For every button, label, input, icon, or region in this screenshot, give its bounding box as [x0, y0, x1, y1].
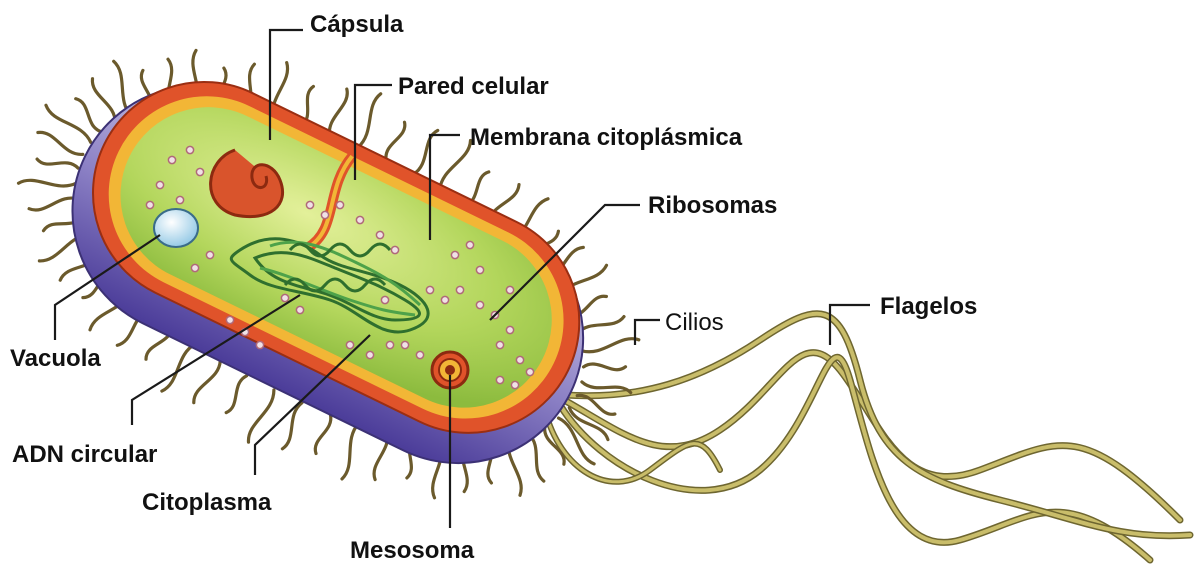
cilium [358, 94, 381, 147]
cilium [38, 132, 83, 154]
ribosome [516, 356, 523, 363]
ribosome [296, 306, 303, 313]
cilium [29, 198, 78, 210]
label-mesosoma: Mesosoma [350, 537, 475, 564]
ribosome [336, 201, 343, 208]
cilium [162, 344, 196, 391]
cilium [584, 364, 626, 370]
ribosome [176, 196, 183, 203]
cilium [413, 130, 437, 174]
ribosome [496, 376, 503, 383]
ribosome [386, 341, 393, 348]
ribosome [356, 216, 363, 223]
label-cilios: Cilios [665, 309, 724, 336]
ribosome [191, 264, 198, 271]
ribosome [366, 351, 373, 358]
cilium [226, 376, 246, 413]
label-pared-celular: Pared celular [398, 73, 549, 100]
ribosome [401, 341, 408, 348]
ribosome [426, 286, 433, 293]
label-capsula: Cápsula [310, 11, 404, 38]
ribosome [306, 201, 313, 208]
ribosome [206, 251, 213, 258]
cilium [194, 360, 221, 402]
cilium [440, 141, 471, 190]
ribosome [281, 294, 288, 301]
ribosome [226, 316, 233, 323]
cilium [582, 339, 639, 352]
ribosome [496, 341, 503, 348]
ribosome [381, 296, 388, 303]
ribosome [526, 368, 533, 375]
ribosome [506, 286, 513, 293]
cilium [329, 89, 347, 136]
ribosome [146, 201, 153, 208]
ribosome [476, 266, 483, 273]
ribosome [391, 246, 398, 253]
ribosome [346, 341, 353, 348]
label-membrana: Membrana citoplásmica [470, 124, 743, 151]
ribosome [256, 341, 263, 348]
ribosome [416, 351, 423, 358]
ribosome [441, 296, 448, 303]
vacuole [154, 209, 198, 247]
cilium [37, 159, 78, 168]
label-vacuola: Vacuola [10, 345, 101, 372]
ribosome [156, 181, 163, 188]
label-adn-circular: ADN circular [12, 441, 157, 468]
ribosome [506, 326, 513, 333]
cilium [92, 79, 115, 124]
ribosome [451, 251, 458, 258]
ribosome [168, 156, 175, 163]
label-citoplasma: Citoplasma [142, 489, 272, 516]
cilium [386, 122, 405, 160]
cilium [19, 180, 77, 186]
ribosome [196, 168, 203, 175]
ribosome [186, 146, 193, 153]
cilium [342, 423, 359, 479]
cilium [315, 414, 331, 454]
cilium [248, 390, 273, 442]
ribosome [376, 231, 383, 238]
label-flagelos: Flagelos [880, 293, 977, 320]
cilium [76, 99, 102, 132]
ribosome [466, 241, 473, 248]
ribosome [511, 381, 518, 388]
label-ribosomas: Ribosomas [648, 192, 777, 219]
cilium [577, 317, 624, 334]
ribosome [456, 286, 463, 293]
flagella [545, 314, 1190, 560]
ribosome [476, 301, 483, 308]
ribosome [321, 211, 328, 218]
